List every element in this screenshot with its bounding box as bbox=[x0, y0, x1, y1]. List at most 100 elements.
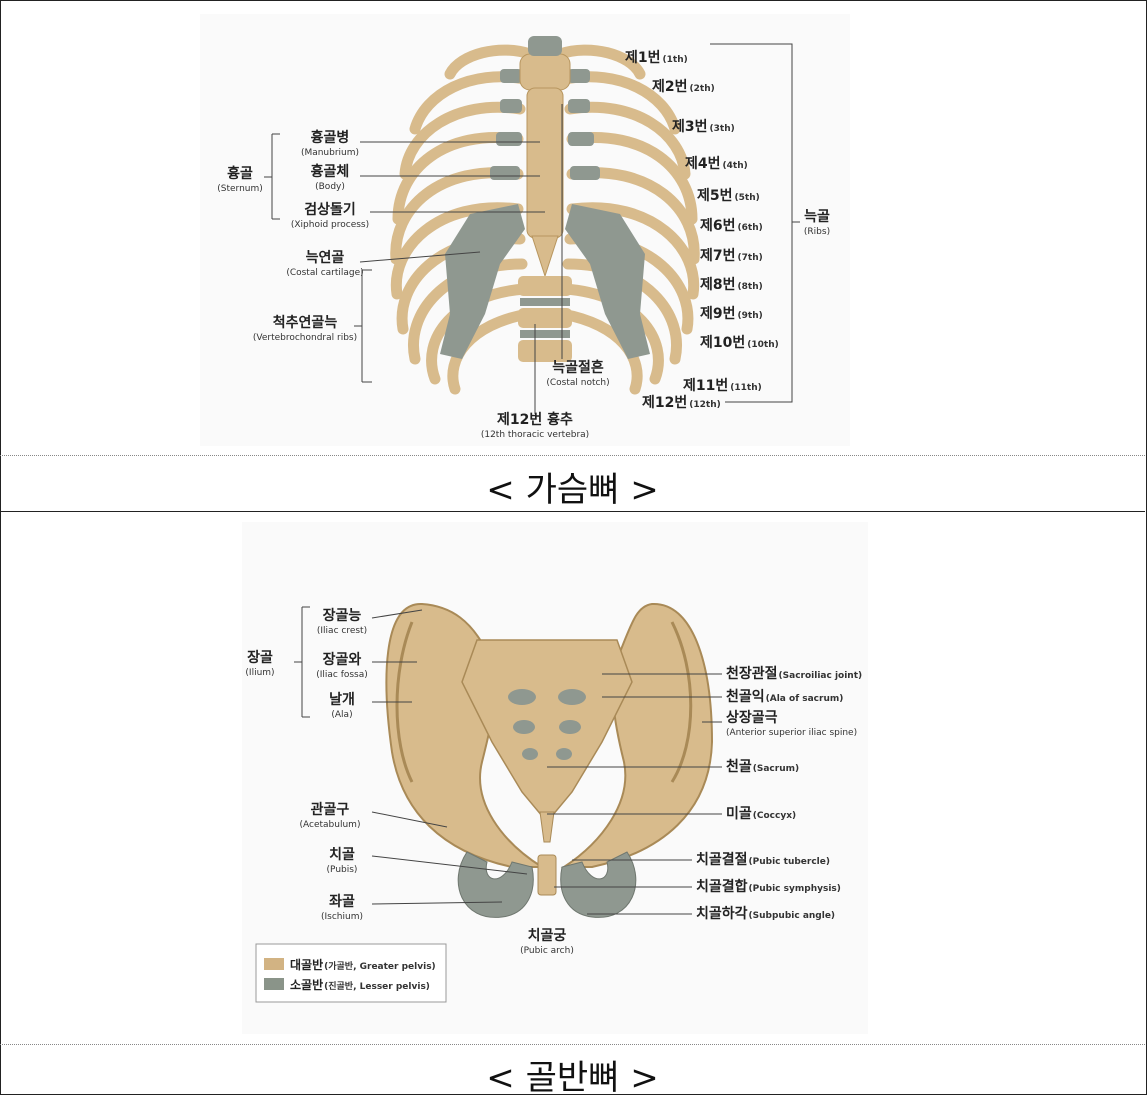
legend-swatch-greater bbox=[264, 958, 284, 970]
svg-text:치골결절(Pubic tubercle): 치골결절(Pubic tubercle) bbox=[696, 851, 830, 868]
label-acetabulum-en: (Acetabulum) bbox=[300, 820, 361, 830]
label-subpubic-angle-en: (Subpubic angle) bbox=[749, 911, 836, 921]
rib-labels: 제1번(1th) 제2번(2th) 제3번(3th) 제4번(4th) 제5번(… bbox=[625, 50, 779, 411]
rib-9: 제9번 bbox=[700, 306, 736, 322]
label-thoracic-vertebra-en: (12th thoracic vertebra) bbox=[481, 430, 589, 440]
rib-9-en: (9th) bbox=[738, 311, 763, 321]
label-manubrium-en: (Manubrium) bbox=[301, 148, 359, 158]
label-ala-sacrum: 천골익 bbox=[726, 688, 765, 705]
rib-6: 제6번 bbox=[700, 218, 736, 234]
label-costal-notch: 늑골절흔 bbox=[552, 359, 604, 376]
label-iliac-crest: 장골능 bbox=[323, 607, 362, 624]
label-pubic-arch: 치골궁 bbox=[528, 928, 567, 944]
rib-11-en: (11th) bbox=[730, 383, 761, 393]
label-ribs-en: (Ribs) bbox=[804, 227, 830, 237]
divider-sections bbox=[0, 511, 1145, 512]
rib-4: 제4번 bbox=[685, 156, 721, 172]
label-pubic-arch-en: (Pubic arch) bbox=[520, 946, 574, 956]
svg-text:제1번(1th): 제1번(1th) bbox=[625, 50, 688, 66]
chest-caption: < 가슴뼈 > bbox=[0, 462, 1145, 511]
label-iliac-crest-en: (Iliac crest) bbox=[317, 626, 367, 636]
legend-box bbox=[256, 944, 446, 1002]
label-vertebrochondral-en: (Vertebrochondral ribs) bbox=[253, 333, 357, 343]
pelvis-figure: 장골 (Ilium) 장골능 (Iliac crest) 장골와 (Iliac … bbox=[242, 522, 868, 1034]
svg-text:제9번(9th): 제9번(9th) bbox=[700, 306, 763, 322]
rib-5: 제5번 bbox=[697, 188, 733, 204]
rib-2-en: (2th) bbox=[690, 84, 715, 94]
label-ilium-en: (Ilium) bbox=[245, 668, 274, 678]
pelvis-caption: < 골반뼈 > bbox=[0, 1050, 1145, 1099]
label-costal-cartilage-en: (Costal cartilage) bbox=[286, 268, 363, 278]
label-subpubic-angle: 치골하각 bbox=[696, 905, 748, 922]
label-pubic-tubercle: 치골결절 bbox=[696, 851, 748, 868]
rib-6-en: (6th) bbox=[738, 223, 763, 233]
pubic-symphysis-shape bbox=[538, 855, 556, 895]
svg-text:제5번(5th): 제5번(5th) bbox=[697, 188, 760, 204]
label-xiphoid-en: (Xiphoid process) bbox=[291, 220, 369, 230]
label-sternum-body: 흉골체 bbox=[311, 163, 350, 180]
label-pubic-tubercle-en: (Pubic tubercle) bbox=[749, 857, 830, 867]
label-costal-notch-en: (Costal notch) bbox=[546, 378, 609, 388]
chest-figure: 흉골병 (Manubrium) 흉골체 (Body) 검상돌기 (Xiphoid… bbox=[200, 14, 850, 446]
label-sacroiliac-en: (Sacroiliac joint) bbox=[779, 671, 863, 681]
svg-text:천장관절(Sacroiliac joint): 천장관절(Sacroiliac joint) bbox=[726, 665, 862, 682]
label-ala-sacrum-en: (Ala of sacrum) bbox=[766, 694, 844, 704]
label-acetabulum: 관골구 bbox=[311, 801, 350, 818]
svg-text:제10번(10th): 제10번(10th) bbox=[700, 335, 779, 351]
label-ala: 날개 bbox=[329, 692, 355, 708]
legend-swatch-lesser bbox=[264, 978, 284, 990]
label-sacrum: 천골 bbox=[726, 759, 752, 775]
rib-8: 제8번 bbox=[700, 277, 736, 293]
divider-chest-caption bbox=[0, 455, 1145, 456]
legend-greater: 대골반 bbox=[290, 957, 323, 972]
rib-12-en: (12th) bbox=[689, 400, 720, 410]
label-ischium-en: (Ischium) bbox=[321, 912, 363, 922]
rib-2: 제2번 bbox=[652, 79, 688, 95]
rib-11: 제11번 bbox=[683, 378, 728, 394]
svg-text:제8번(8th): 제8번(8th) bbox=[700, 277, 763, 293]
label-coccyx: 미골 bbox=[726, 806, 752, 822]
pelvis-legend: 대골반(가골반, Greater pelvis) 소골반(진골반, Lesser… bbox=[256, 944, 446, 1002]
label-ischium: 좌골 bbox=[329, 894, 355, 910]
svg-text:제11번(11th): 제11번(11th) bbox=[683, 378, 762, 394]
legend-lesser-en: (진골반, Lesser pelvis) bbox=[324, 980, 430, 992]
rib-8-en: (8th) bbox=[738, 282, 763, 292]
rib-1: 제1번 bbox=[625, 50, 661, 66]
label-sternum-body-en: (Body) bbox=[315, 182, 345, 192]
svg-text:제6번(6th): 제6번(6th) bbox=[700, 218, 763, 234]
label-xiphoid: 검상돌기 bbox=[304, 201, 356, 218]
svg-text:제4번(4th): 제4번(4th) bbox=[685, 156, 748, 172]
label-thoracic-vertebra: 제12번 흉추 bbox=[497, 411, 573, 428]
rib-5-en: (5th) bbox=[735, 193, 760, 203]
svg-text:치골결합(Pubic symphysis): 치골결합(Pubic symphysis) bbox=[696, 878, 841, 895]
label-ilium: 장골 bbox=[247, 649, 273, 666]
label-manubrium: 흉골병 bbox=[311, 129, 350, 146]
pelvis-illustration: 장골 (Ilium) 장골능 (Iliac crest) 장골와 (Iliac … bbox=[242, 522, 868, 1034]
rib-7: 제7번 bbox=[700, 248, 736, 264]
rib-3-en: (3th) bbox=[710, 124, 735, 134]
label-asis-en: (Anterior superior iliac spine) bbox=[726, 728, 857, 738]
svg-text:제7번(7th): 제7번(7th) bbox=[700, 248, 763, 264]
divider-pelvis-caption bbox=[0, 1044, 1145, 1045]
svg-text:제3번(3th): 제3번(3th) bbox=[672, 119, 735, 135]
label-sacrum-en: (Sacrum) bbox=[753, 764, 799, 774]
svg-text:제2번(2th): 제2번(2th) bbox=[652, 79, 715, 95]
rib-7-en: (7th) bbox=[738, 253, 763, 263]
svg-text:치골하각(Subpubic angle): 치골하각(Subpubic angle) bbox=[696, 905, 835, 922]
label-pubis: 치골 bbox=[329, 847, 355, 863]
rib-4-en: (4th) bbox=[723, 161, 748, 171]
label-sternum-en: (Sternum) bbox=[217, 184, 263, 194]
label-vertebrochondral: 척추연골늑 bbox=[273, 315, 338, 331]
label-ribs: 늑골 bbox=[804, 209, 830, 225]
rib-1-en: (1th) bbox=[663, 55, 688, 65]
label-sternum: 흉골 bbox=[227, 165, 253, 182]
rib-12: 제12번 bbox=[642, 395, 687, 411]
label-iliac-fossa-en: (Iliac fossa) bbox=[316, 670, 368, 680]
rib-cage-illustration: 흉골병 (Manubrium) 흉골체 (Body) 검상돌기 (Xiphoid… bbox=[200, 14, 850, 446]
rib-10: 제10번 bbox=[700, 335, 745, 351]
rib-3: 제3번 bbox=[672, 119, 708, 135]
pelvis-right-labels: 천장관절(Sacroiliac joint) 천골익(Ala of sacrum… bbox=[696, 665, 862, 922]
label-pubic-symphysis-en: (Pubic symphysis) bbox=[749, 884, 841, 894]
label-coccyx-en: (Coccyx) bbox=[753, 811, 796, 821]
label-iliac-fossa: 장골와 bbox=[323, 651, 362, 668]
